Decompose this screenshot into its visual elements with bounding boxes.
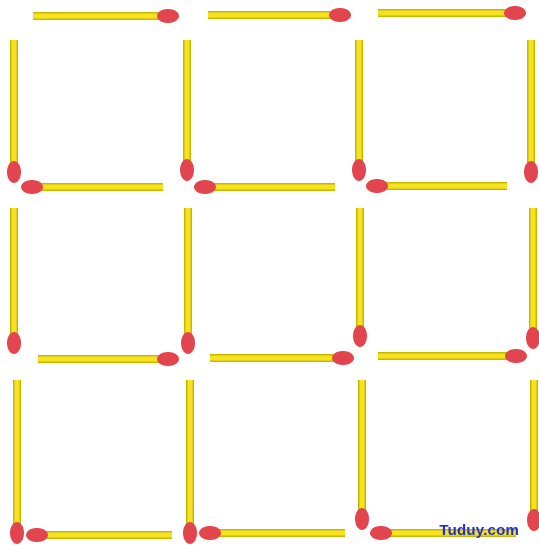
matchstick-head [194,180,216,194]
matchstick [352,40,366,181]
matchstick [38,352,179,366]
matchstick-head [370,526,392,540]
matchstick [353,208,367,347]
matchstick [208,8,351,22]
matchstick-head [183,522,197,544]
matchstick [7,40,21,183]
matchstick-head [504,6,526,20]
matchstick-head [180,159,194,181]
matchstick [26,528,172,542]
matchstick-head [157,352,179,366]
matchstick [526,208,539,349]
matchstick [366,179,507,193]
matchstick-head [352,159,366,181]
matchstick-head [355,508,369,530]
matchstick-head [332,351,354,365]
matchstick-head [527,509,539,531]
matchstick [527,380,539,531]
matchstick [180,40,194,181]
matchstick [21,180,163,194]
matchstick [183,380,197,544]
matchstick-head [157,9,179,23]
matchstick [210,351,354,365]
matchstick [378,349,527,363]
matchstick-head [10,522,24,544]
matchstick-head [353,325,367,347]
matchstick-head [21,180,43,194]
matchstick-head [199,526,221,540]
matchstick [524,40,538,183]
matchstick-head [329,8,351,22]
matchstick-head [505,349,527,363]
matchstick-head [7,332,21,354]
matchstick [10,380,24,544]
matchstick-head [524,161,538,183]
matchstick [199,526,345,540]
matchstick [7,208,21,354]
matchstick [355,380,369,530]
matchstick-head [526,327,539,349]
site-watermark: Tuduy.com [439,522,519,539]
matchstick-head [7,161,21,183]
matchstick-head [366,179,388,193]
matchstick [194,180,335,194]
matchstick [378,6,526,20]
matchstick-head [181,332,195,354]
matchstick [33,9,179,23]
matchstick-head [26,528,48,542]
matchstick [181,208,195,354]
